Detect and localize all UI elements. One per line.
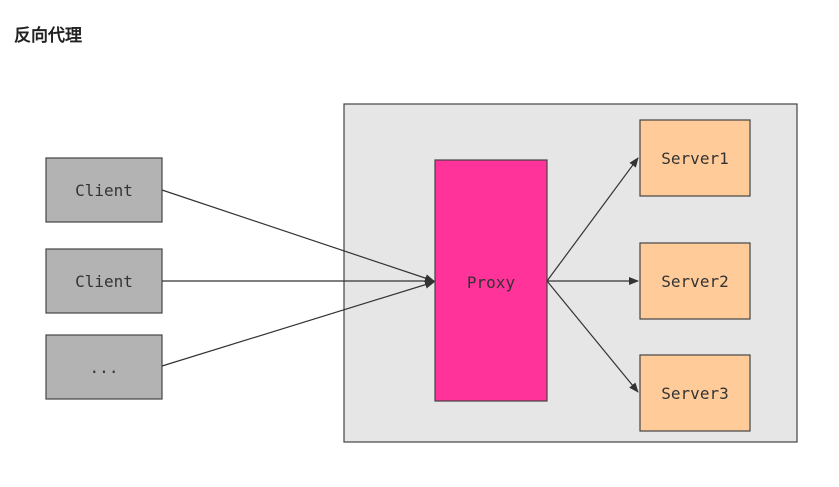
client-node-2-label: Client — [75, 272, 133, 291]
page-title: 反向代理 — [14, 26, 82, 46]
edge-proxy-to-server3 — [546, 280, 639, 393]
edge-client1-to-proxy — [161, 189, 435, 282]
client-node-3: ... — [45, 334, 163, 400]
client-node-3-label: ... — [90, 358, 119, 377]
server-node-1: Server1 — [639, 119, 751, 197]
server-node-3: Server3 — [639, 354, 751, 432]
client-node-1-label: Client — [75, 181, 133, 200]
client-node-1: Client — [45, 157, 163, 223]
server-node-1-label: Server1 — [661, 149, 728, 168]
client-node-2: Client — [45, 248, 163, 314]
edge-proxy-to-server1 — [546, 157, 639, 282]
server-node-3-label: Server3 — [661, 384, 728, 403]
proxy-node: Proxy — [434, 159, 548, 402]
proxy-node-label: Proxy — [467, 273, 516, 292]
server-node-2-label: Server2 — [661, 272, 728, 291]
edge-client3-to-proxy — [161, 280, 435, 367]
server-node-2: Server2 — [639, 242, 751, 320]
